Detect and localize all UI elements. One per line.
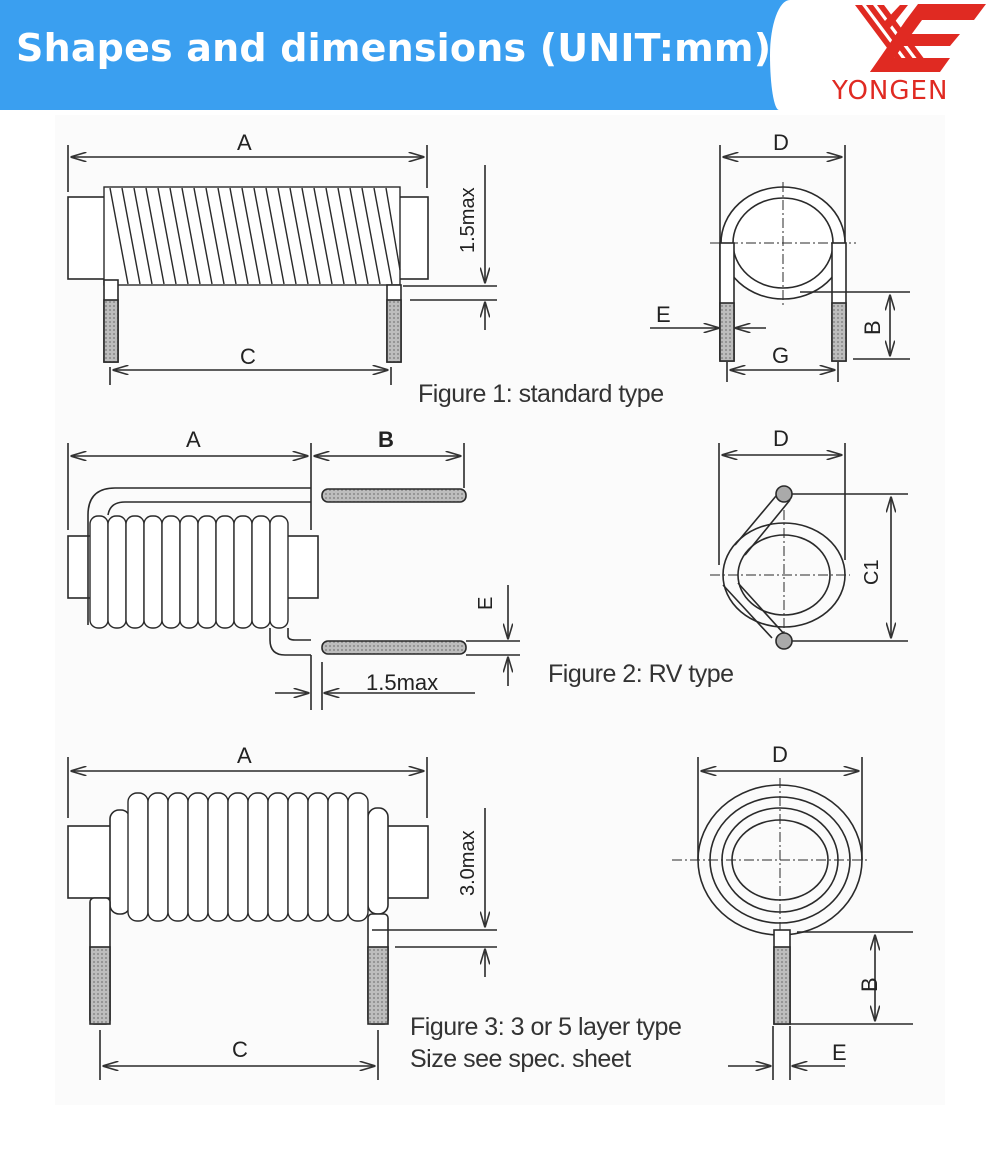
fig3-label-C: C [232, 1037, 248, 1062]
figure-1-side-view [67, 145, 497, 385]
title-banner [0, 0, 800, 110]
fig2-label-D: D [773, 426, 789, 451]
fig2-label-B: B [378, 427, 394, 452]
fig1-label-C: C [240, 344, 256, 369]
fig3-label-B: B [857, 977, 882, 992]
fig2-label-clearance: 1.5max [366, 670, 438, 695]
fig2-label-A: A [186, 427, 201, 452]
fig3-label-D: D [772, 742, 788, 767]
fig2-label-E: E [475, 597, 497, 610]
figure-3-end-view [672, 757, 913, 1080]
fig3-label-E: E [832, 1040, 847, 1065]
fig1-label-clearance: 1.5max [457, 187, 479, 253]
header: Shapes and dimensions (UNIT:mm) YONGEN [0, 0, 998, 110]
figure-1-caption: Figure 1: standard type [418, 380, 664, 408]
fig1-label-D: D [773, 130, 789, 155]
figure-2-side-view [67, 443, 520, 710]
fig2-label-C1: C1 [861, 559, 883, 585]
brand-logo [800, 0, 998, 110]
fig3-label-A: A [237, 743, 252, 768]
banner-curve [770, 0, 830, 110]
figure-2-caption: Figure 2: RV type [548, 660, 734, 688]
fig1-label-A: A [237, 130, 252, 155]
ye-logo-icon [855, 4, 986, 72]
figure-1-end-view [650, 145, 910, 382]
page-title: Shapes and dimensions (UNIT:mm) [16, 26, 772, 70]
figure-3-caption-line2: Size see spec. sheet [410, 1045, 631, 1073]
figure-2-end-view [710, 443, 908, 650]
fig1-label-G: G [772, 343, 789, 368]
fig1-label-E: E [656, 302, 671, 327]
figure-3-caption: Figure 3: 3 or 5 layer type [410, 1013, 682, 1041]
fig1-label-B: B [860, 320, 885, 335]
fig3-label-clearance: 3.0max [457, 830, 479, 896]
brand-name: YONGEN [832, 76, 949, 106]
figure-3-side-view [67, 757, 497, 1080]
